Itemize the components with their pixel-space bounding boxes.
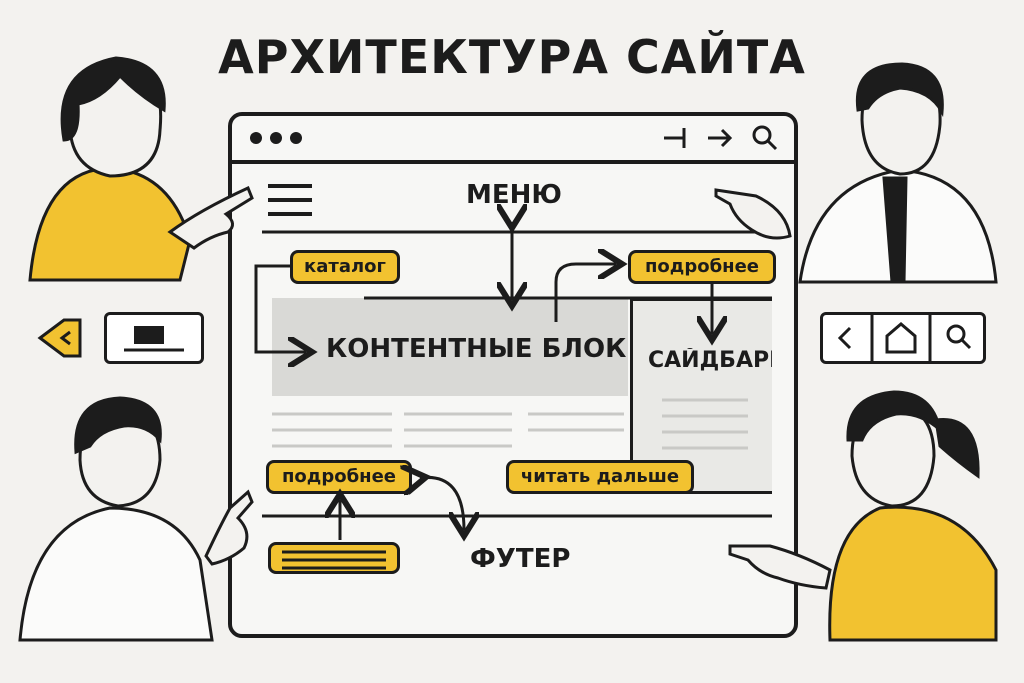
person-bottom-left [18, 396, 254, 642]
browser-toolbar [232, 116, 794, 164]
person-bottom-right [728, 390, 998, 642]
home-icon [885, 322, 917, 354]
left-nav-widget[interactable] [104, 312, 204, 364]
chevron-left-icon [837, 326, 852, 350]
footer-link-arrow [420, 477, 464, 530]
search-icon-right [946, 324, 966, 344]
arrow-right-icon[interactable] [708, 128, 733, 148]
more-tag-top[interactable]: подробнее [628, 250, 776, 284]
hamburger-menu-icon[interactable] [268, 184, 312, 216]
window-dot-icon [270, 132, 282, 144]
read-more-tag[interactable]: читать дальше [506, 460, 694, 494]
right-nav-widget[interactable] [820, 312, 986, 364]
content-blocks-label: КОНТЕНТНЫЕ БЛОКИ [326, 334, 626, 364]
window-dot-icon [250, 132, 262, 144]
back-triangle-icon[interactable] [37, 318, 82, 358]
footer-label: ФУТЕР [470, 544, 571, 574]
diagram-title: АРХИТЕКТУРА САЙТА [218, 30, 806, 84]
window-dot-icon [290, 132, 302, 144]
content-block-area [272, 298, 628, 396]
catalog-arrow [254, 264, 306, 352]
more-top-arrow [554, 264, 616, 322]
person-top-right [714, 62, 998, 284]
cursor-icon[interactable] [664, 128, 686, 148]
person-top-left [28, 56, 254, 282]
sidebars-label: САЙДБАРЫ [648, 348, 772, 373]
monitor-icon [124, 326, 184, 352]
catalog-tag[interactable]: каталог [290, 250, 400, 284]
search-icon[interactable] [752, 125, 778, 151]
